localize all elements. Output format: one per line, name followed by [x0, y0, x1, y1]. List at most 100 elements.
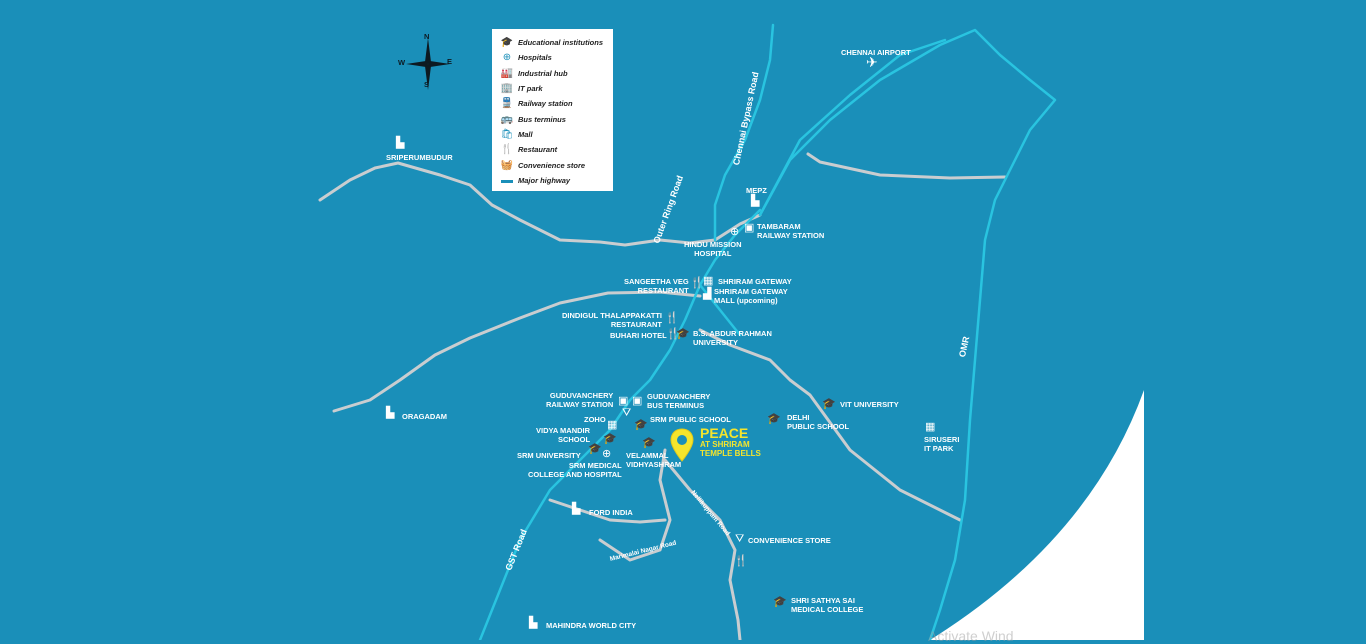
- highway-gst: [478, 208, 762, 640]
- project-label: PEACE AT SHRIRAM TEMPLE BELLS: [700, 426, 761, 458]
- building-icon: ▦: [925, 421, 936, 433]
- fork-knife-icon: 🍴: [690, 277, 704, 289]
- shopping-bag-icon: ▟: [703, 288, 712, 300]
- train-icon: 🚆: [500, 98, 514, 110]
- legend-item: 🏭Industrial hub: [500, 67, 568, 79]
- hospital-icon: ⊕: [602, 448, 612, 460]
- airplane-icon: ✈: [866, 54, 878, 70]
- highway-airport: [758, 28, 1057, 640]
- graduation-cap-icon: 🎓: [822, 398, 836, 410]
- road-vit: [698, 328, 962, 522]
- compass-n: N: [424, 32, 430, 41]
- fork-knife-icon: 🍴: [500, 144, 514, 156]
- road-ford: [548, 498, 667, 524]
- compass-e: E: [447, 57, 453, 66]
- legend-item: 🍴Restaurant: [500, 144, 558, 156]
- hospital-icon: ⊕: [502, 52, 512, 64]
- label-ford: FORD INDIA: [589, 508, 633, 517]
- graduation-cap-icon: 🎓: [642, 437, 656, 449]
- highway-bypass: [713, 23, 775, 242]
- legend-item: 🎓Educational institutions: [500, 37, 604, 49]
- legend-item: ⊕Hospitals: [500, 50, 613, 65]
- label-buhari: BUHARI HOTEL: [610, 331, 667, 340]
- highway-outer-ring: [698, 283, 742, 337]
- compass: N S E W: [398, 32, 458, 94]
- road-nellikuppam: [663, 458, 742, 640]
- legend-item: 🏢IT park: [500, 83, 543, 95]
- project-title: PEACE: [700, 425, 749, 441]
- bus-icon: ▣: [632, 395, 643, 407]
- building-icon: ▦: [607, 419, 618, 431]
- label-srm-university: SRM UNIVERSITY: [517, 451, 581, 460]
- label-srm-public: SRM PUBLIC SCHOOL: [650, 415, 731, 424]
- label-convenience: CONVENIENCE STORE: [748, 536, 831, 545]
- shopping-bag-icon: 🛍: [500, 128, 514, 140]
- train-icon: ▣: [744, 222, 755, 234]
- legend-item: 🚆Railway station: [500, 98, 573, 110]
- project-subtitle-2: TEMPLE BELLS: [700, 449, 761, 458]
- map-legend: 🎓Educational institutions ⊕Hospitals 🏭In…: [492, 29, 613, 191]
- road-marimalai: [598, 448, 672, 562]
- graduation-cap-icon: 🎓: [603, 433, 617, 445]
- fork-knife-icon: 🍴: [734, 555, 748, 567]
- bus-icon: 🚌: [500, 113, 514, 125]
- graduation-cap-icon: 🎓: [588, 443, 602, 455]
- building-icon: 🏢: [500, 83, 514, 95]
- graduation-cap-icon: 🎓: [773, 596, 787, 608]
- legend-item: 🧺Convenience store: [500, 159, 586, 171]
- factory-icon: ▙: [751, 195, 760, 207]
- fork-knife-icon: 🍴: [666, 328, 680, 340]
- factory-icon: ▙: [529, 617, 538, 629]
- label-oragadam: ORAGADAM: [402, 412, 447, 421]
- label-shriram-gateway: SHRIRAM GATEWAY: [718, 277, 792, 286]
- road-oragadam: [332, 290, 702, 413]
- building-icon: ▦: [703, 275, 714, 287]
- compass-w: W: [398, 58, 406, 67]
- location-pin-icon: [670, 428, 694, 462]
- label-vit: VIT UNIVERSITY: [840, 400, 899, 409]
- compass-rose-icon: [406, 38, 450, 90]
- label-sriperumbudur: SRIPERUMBUDUR: [386, 153, 453, 162]
- compass-s: S: [424, 80, 430, 89]
- graduation-cap-icon: 🎓: [767, 413, 781, 425]
- road-sriperumbudur: [318, 161, 762, 247]
- basket-icon: ⛛: [622, 407, 632, 419]
- watermark-text: Activate Wind: [928, 628, 1014, 644]
- hospital-icon: ⊕: [730, 226, 740, 238]
- legend-item: 🚌Bus terminus: [500, 113, 566, 125]
- project-subtitle-1: AT SHRIRAM: [700, 440, 750, 449]
- factory-icon: ▙: [572, 503, 581, 515]
- graduation-cap-icon: 🎓: [676, 328, 690, 340]
- label-zoho: ZOHO: [584, 415, 606, 424]
- label-mahindra: MAHINDRA WORLD CITY: [546, 621, 637, 630]
- basket-icon: 🧺: [500, 159, 514, 171]
- factory-icon: ▙: [396, 137, 405, 149]
- highway-icon: [500, 175, 514, 186]
- graduation-cap-icon: 🎓: [500, 37, 514, 49]
- graduation-cap-icon: 🎓: [634, 419, 648, 431]
- road-omr-branch: [806, 152, 1007, 180]
- train-icon: ▣: [618, 395, 629, 407]
- basket-icon: ⛛: [735, 533, 745, 545]
- fork-knife-icon: 🍴: [665, 312, 679, 324]
- label-mepz: MEPZ: [746, 186, 767, 195]
- legend-item: Major highway: [500, 173, 613, 188]
- white-corner: [930, 390, 1144, 640]
- legend-item: 🛍Mall: [500, 128, 533, 140]
- factory-icon: ▙: [386, 407, 395, 419]
